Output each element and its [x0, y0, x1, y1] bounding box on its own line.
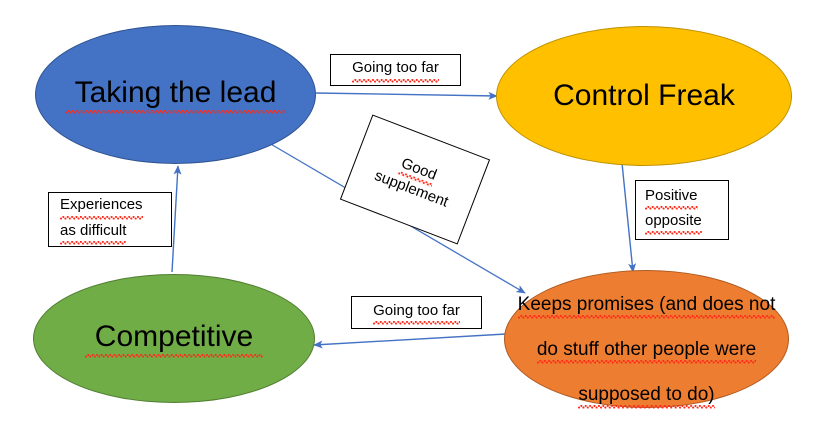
connector-keeps-promises-to-competitive[interactable]	[313, 333, 507, 349]
edge-label-going-too-far-top[interactable]: Going too far	[330, 54, 461, 86]
edge-label-positive-line-2: opposite	[645, 210, 702, 235]
node-keeps-promises[interactable]: Keeps promises (and does not do stuff ot…	[504, 270, 789, 408]
edge-label-going-too-far-bottom-text: Going too far	[373, 299, 460, 325]
edge-label-experiences-as-difficult[interactable]: Experiences as difficult	[48, 192, 172, 247]
connector-control-freak-to-keeps-promises[interactable]	[621, 162, 637, 273]
edge-label-experiences-line-1: Experiences	[60, 194, 143, 219]
node-control-freak[interactable]: Control Freak	[496, 26, 792, 166]
node-taking-the-lead-label: Taking the lead	[65, 74, 287, 114]
node-competitive-label: Competitive	[85, 318, 263, 358]
edge-label-good-supplement-text: Good supplement	[350, 138, 480, 220]
node-keeps-promises-label: Keeps promises (and does not do stuff ot…	[508, 272, 786, 406]
node-control-freak-label: Control Freak	[553, 79, 735, 113]
node-keeps-promises-line-1: Keeps promises (and does not	[517, 294, 776, 319]
edge-label-positive-opposite[interactable]: Positive opposite	[635, 180, 729, 240]
node-keeps-promises-line-2: do stuff other people were	[536, 339, 757, 364]
edge-label-positive-line-1: Positive	[645, 184, 698, 210]
node-taking-the-lead[interactable]: Taking the lead	[35, 25, 316, 164]
edge-label-going-too-far-top-text: Going too far	[352, 57, 439, 82]
edge-label-experiences-line-2: as difficult	[60, 219, 127, 245]
edge-label-going-too-far-bottom[interactable]: Going too far	[351, 296, 482, 329]
connector-lead-to-control-freak[interactable]	[315, 91, 498, 100]
node-competitive[interactable]: Competitive	[33, 274, 315, 403]
node-keeps-promises-line-3: supposed to do)	[578, 383, 715, 409]
connector-competitive-to-lead[interactable]	[171, 165, 182, 273]
